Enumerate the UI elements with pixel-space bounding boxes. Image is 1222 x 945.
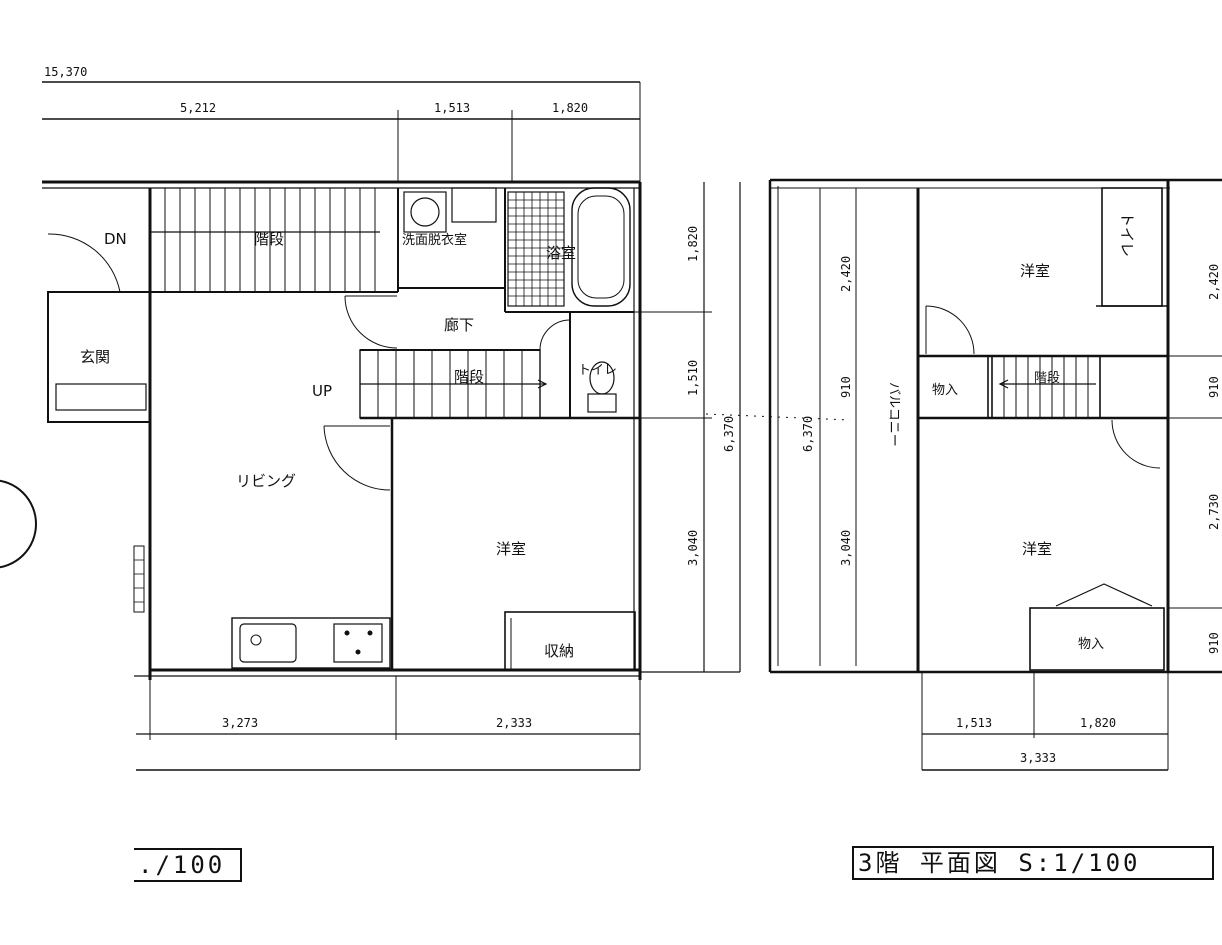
dim-right-a: 1,820 [686,226,700,262]
dim-overall-width: 15,370 [44,65,87,79]
dim-bottom-b: 2,333 [496,716,532,730]
label-f3-western-bottom: 洋室 [1022,540,1052,558]
dim-top-a: 5,212 [180,101,216,115]
dim-f3-right-d: 910 [1207,632,1221,654]
dim-top-c: 1,820 [552,101,588,115]
label-f3-western-top: 洋室 [1020,262,1050,280]
dim-f3-left-b: 910 [839,376,853,398]
label-f3-balcony: バルコニー [886,382,901,447]
dim-top-b: 1,513 [434,101,470,115]
dim-f3-right-b: 910 [1207,376,1221,398]
label-bath: 浴室 [546,244,576,262]
dim-right-total: 6,370 [722,416,736,452]
dim-f3-left-c: 3,040 [839,530,853,566]
dim-f3-total: 6,370 [801,416,815,452]
label-up: UP [312,382,332,400]
label-closet: 収納 [544,642,574,660]
label-entrance: 玄関 [80,348,110,366]
label-stairs-top: 階段 [254,230,284,248]
label-living: リビング [236,472,296,490]
label-down: DN [104,230,127,248]
dim-f3-right-c: 2,730 [1207,494,1221,530]
floor3-plan-title: 3階 平面図 S:1/100 [852,846,1214,880]
floor2-plan-title: ./100 [134,848,242,882]
label-f3-stairs: 階段 [1034,371,1060,386]
label-f3-closet-b: 物入 [1078,637,1104,652]
dim-right-c: 3,040 [686,530,700,566]
label-washroom: 洗面脱衣室 [402,232,467,248]
label-f3-closet-a: 物入 [932,383,958,398]
dim-f3-left-a: 2,420 [839,256,853,292]
dim-f3-right-a: 2,420 [1207,264,1221,300]
dim-right-b: 1,510 [686,360,700,396]
label-corridor: 廊下 [444,316,474,334]
dim-f3-bottom-total: 3,333 [1020,751,1056,765]
dim-f3-bottom-b: 1,820 [1080,716,1116,730]
label-western-room: 洋室 [496,540,526,558]
label-f3-toilet: トイレ [1118,212,1136,257]
dim-bottom-a: 3,273 [222,716,258,730]
label-stairs-mid: 階段 [454,368,484,386]
dim-f3-bottom-a: 1,513 [956,716,992,730]
label-toilet: トイレ [578,363,617,378]
